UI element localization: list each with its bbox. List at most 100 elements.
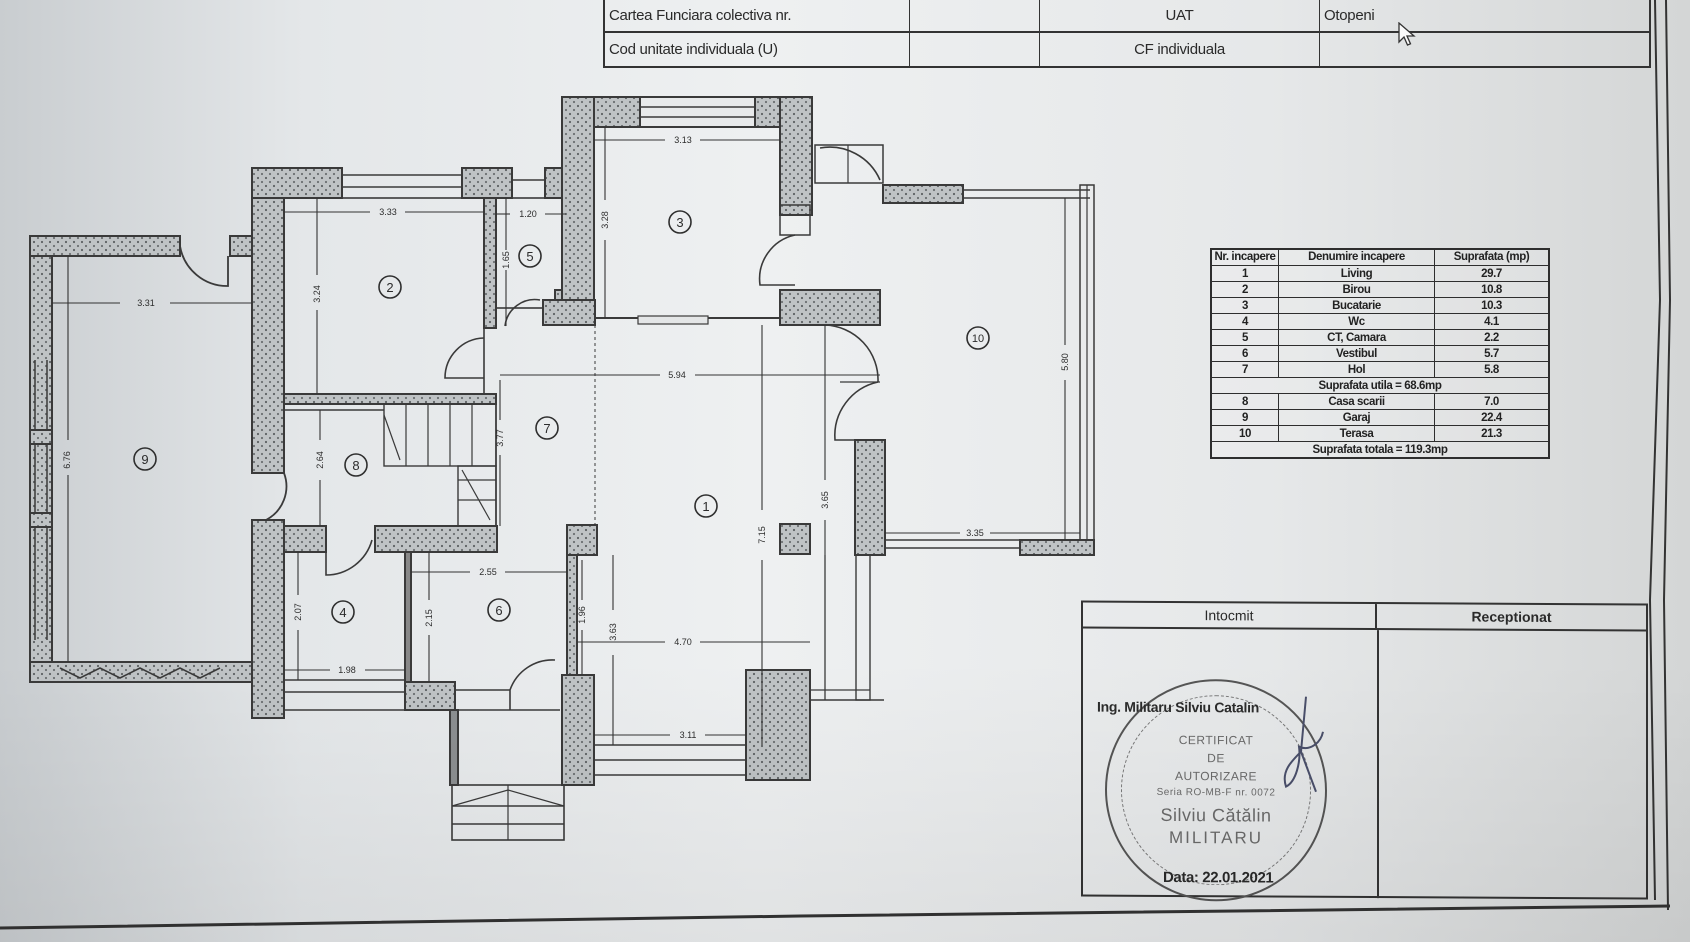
cod-unitate-value [910,33,1040,66]
room-number-7: 7 [543,421,550,436]
dim-label: 1.65 [501,251,511,269]
subtotal-row: Suprafata utila = 68.6mp [1210,377,1550,394]
room-number-1: 1 [702,499,709,514]
received-by-cell [1379,630,1646,899]
room-nr: 7 [1210,361,1279,378]
dim-label: 1.20 [519,209,537,219]
dim-label: 3.63 [608,623,618,641]
room-name: Living [1278,265,1435,282]
uat-value: Otopeni [1324,7,1375,24]
room-nr: 5 [1210,329,1279,346]
room-name: Vestibul [1278,345,1435,362]
room-name: Birou [1278,281,1435,298]
date-value: 22.01.2021 [1202,869,1274,887]
area-table-header: Nr. incapere Denumire incapere Suprafata… [1210,248,1550,266]
room-area: 2.2 [1434,329,1550,346]
dim-label: 3.65 [820,491,830,509]
title-block: Cartea Funciara colectiva nr. UAT Otopen… [603,0,1651,68]
dim-label: 4.70 [674,637,692,647]
room-area: 7.0 [1434,393,1550,410]
room-number-9: 9 [141,452,148,467]
dim-label: 3.11 [680,730,697,740]
wall [29,235,53,683]
room-nr: 8 [1210,393,1279,410]
room-nr: 4 [1210,313,1279,330]
dim-label: 3.24 [312,285,322,303]
signature-block-body: CERTIFICAT DE AUTORIZARE Seria RO-MB-F n… [1083,628,1646,902]
signature-block-header: Intocmit Receptionat [1083,602,1646,632]
dim-label: 1.98 [338,665,356,675]
room-nr: 2 [1210,281,1279,298]
stamp-line-5: Silviu Cătălin [1160,804,1272,826]
dim-label: 5.80 [1060,353,1070,371]
engineer-name: Ing. Militaru Silviu Catalin [1097,698,1259,716]
room-area: 4.1 [1434,313,1550,330]
room-nr: 6 [1210,345,1279,362]
room-number-8: 8 [352,458,359,473]
date-field: Data: 22.01.2021 [1163,869,1273,887]
room-number-3: 3 [676,215,683,230]
room-name: Hol [1278,361,1435,378]
room-area: 22.4 [1434,409,1550,426]
cf-colectiva-value [910,0,1040,31]
room-area: 10.8 [1434,281,1550,298]
room-area: 5.7 [1434,345,1550,362]
header-name: Denumire incapere [1278,248,1435,266]
room-number-5: 5 [526,249,533,264]
cf-individuala-label: CF individuala [1040,33,1320,66]
room-area: 10.3 [1434,297,1550,314]
room-number-10: 10 [972,333,984,345]
signature-block: Intocmit Receptionat CERTIFICAT DE AUTOR… [1081,600,1648,902]
room-name: Casa scarii [1278,393,1435,410]
total-row: Suprafata totala = 119.3mp [1210,441,1550,459]
room-area: 29.7 [1434,265,1550,282]
room-name: Terasa [1278,425,1435,442]
dim-label: 2.55 [479,567,497,577]
header-area: Suprafata (mp) [1434,248,1550,266]
received-by-header: Receptionat [1471,608,1552,625]
dim-label: 3.77 [495,429,505,447]
room-number-4: 4 [339,605,346,620]
useful-area-subtotal: Suprafata utila = 68.6mp [1210,377,1550,394]
stamp-line-6: MILITARU [1168,827,1264,848]
room-name: Garaj [1278,409,1435,426]
title-block-row-1: Cartea Funciara colectiva nr. UAT Otopen… [605,0,1649,33]
date-label: Data: [1163,868,1199,887]
mouse-cursor-icon [1398,22,1416,46]
dim-label: 3.13 [674,135,692,145]
dim-label: 3.35 [966,528,984,538]
total-area: Suprafata totala = 119.3mp [1210,441,1550,459]
dim-label: 7.15 [757,526,767,544]
room-area-table: Nr. incapere Denumire incapere Suprafata… [1210,248,1550,459]
dim-label: 5.94 [668,370,686,380]
room-nr: 3 [1210,297,1279,314]
cod-unitate-label: Cod unitate individuala (U) [605,33,910,66]
signature-icon [1283,696,1324,793]
dim-label: 2.15 [424,609,434,627]
dim-label: 2.07 [293,603,303,621]
dim-label: 6.76 [62,451,72,469]
dim-label: 2.64 [315,451,325,469]
dim-label: 3.33 [379,207,397,217]
prepared-by-cell: CERTIFICAT DE AUTORIZARE Seria RO-MB-F n… [1083,628,1379,902]
title-block-row-2: Cod unitate individuala (U) CF individua… [605,33,1649,66]
dim-label: 3.31 [137,298,155,308]
room-number-2: 2 [386,280,393,295]
room-area: 21.3 [1434,425,1550,442]
room-nr: 9 [1210,409,1279,426]
room-name: Bucatarie [1278,297,1435,314]
room-nr: 1 [1210,265,1279,282]
prepared-by-header: Intocmit [1083,602,1377,629]
dim-label: 1.96 [577,606,587,624]
room-nr: 10 [1210,425,1279,442]
